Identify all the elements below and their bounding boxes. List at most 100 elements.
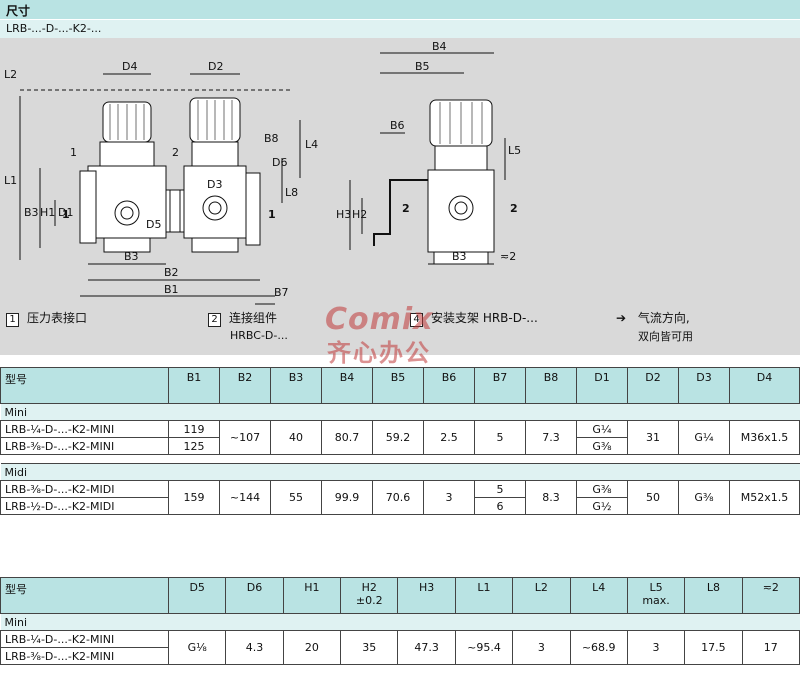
value-cell: 5 bbox=[474, 420, 526, 455]
group-name: Midi bbox=[0, 463, 800, 481]
col-header-label: B3 bbox=[288, 371, 304, 384]
value-cell: 2.5 bbox=[423, 420, 475, 455]
value-cell: 20 bbox=[282, 630, 342, 665]
value-cell: G⅜ bbox=[576, 437, 628, 455]
col-header-9: D1 bbox=[576, 367, 628, 404]
label-B1: B1 bbox=[164, 283, 179, 296]
col-header-1: B1 bbox=[168, 367, 220, 404]
col-header-10: D2 bbox=[627, 367, 679, 404]
value-cell: G½ bbox=[576, 497, 628, 515]
label-D2: D2 bbox=[208, 60, 223, 73]
label-L1: L1 bbox=[4, 174, 17, 187]
watermark: Comix 齐心办公 bbox=[325, 302, 434, 368]
label-B3-left: B3 bbox=[124, 250, 139, 263]
group-row: Mini bbox=[0, 403, 800, 421]
model-cell: LRB-⅜-D-...-K2-MINI bbox=[0, 647, 169, 665]
flow-note: ➔ 气流方向, 双向皆可用 bbox=[616, 309, 693, 344]
col-header-label: B6 bbox=[441, 371, 457, 384]
col-header-label: B8 bbox=[543, 371, 559, 384]
label-B2: B2 bbox=[164, 266, 179, 279]
model-cell: LRB-⅜-D-...-K2-MINI bbox=[0, 437, 169, 455]
value-cell: 125 bbox=[168, 437, 220, 455]
col-header-11: D3 bbox=[678, 367, 730, 404]
col-header-label: L4 bbox=[592, 581, 606, 594]
col-header-label: 型号 bbox=[5, 373, 27, 386]
col-header-8: B8 bbox=[525, 367, 577, 404]
col-header-sub: max. bbox=[642, 594, 670, 607]
value-cell: 99.9 bbox=[321, 480, 373, 515]
value-cell: G⅛ bbox=[167, 630, 227, 665]
col-header-0: 型号 bbox=[0, 367, 169, 404]
col-header-0: 型号 bbox=[0, 577, 169, 614]
label-H1: H1 bbox=[40, 206, 55, 219]
legend-label-1: 压力表接口 bbox=[27, 311, 88, 325]
col-header-label: B2 bbox=[237, 371, 253, 384]
legend-num-2: 2 bbox=[208, 313, 221, 327]
col-header-label: D6 bbox=[246, 581, 263, 594]
col-header-12: D4 bbox=[729, 367, 800, 404]
col-header-1: D5 bbox=[167, 577, 227, 614]
col-header-label: D2 bbox=[645, 371, 661, 384]
flow-note-line2: 双向皆可用 bbox=[638, 330, 693, 343]
value-cell: 50 bbox=[627, 480, 679, 515]
label-D6: D6 bbox=[272, 156, 287, 169]
label-H2: H2 bbox=[352, 208, 367, 221]
value-cell: ~68.9 bbox=[569, 630, 628, 665]
model-line: LRB-...-D-...-K2-... bbox=[6, 22, 102, 35]
callout-2: 2 bbox=[172, 146, 179, 159]
col-header-7: L2 bbox=[512, 577, 571, 614]
value-cell: 4.3 bbox=[225, 630, 284, 665]
table-row: LRB-⅜-D-...-K2-MINI bbox=[0, 647, 800, 665]
label-B5: B5 bbox=[415, 60, 430, 73]
col-header-label: B1 bbox=[186, 371, 202, 384]
value-cell: 55 bbox=[270, 480, 322, 515]
label-B3: B3 bbox=[24, 206, 39, 219]
flow-in-label: 1 bbox=[62, 208, 70, 221]
col-header-10: L8 bbox=[684, 577, 743, 614]
value-cell: 3 bbox=[512, 630, 571, 665]
value-cell: ~107 bbox=[219, 420, 271, 455]
value-cell: ~144 bbox=[219, 480, 271, 515]
col-header-3: B3 bbox=[270, 367, 322, 404]
model-cell: LRB-¼-D-...-K2-MINI bbox=[0, 420, 169, 438]
col-header-2: D6 bbox=[225, 577, 284, 614]
model-cell: LRB-¼-D-...-K2-MINI bbox=[0, 630, 169, 648]
col-header-label: H2 bbox=[361, 581, 377, 594]
value-cell: 159 bbox=[168, 480, 220, 515]
value-cell: 17 bbox=[741, 630, 800, 665]
value-cell: 7.3 bbox=[525, 420, 577, 455]
label-L8: L8 bbox=[285, 186, 298, 199]
flow-note-line1: 气流方向, bbox=[637, 311, 690, 325]
model-cell: LRB-½-D-...-K2-MIDI bbox=[0, 497, 169, 515]
connector-block bbox=[165, 189, 185, 233]
table-row: LRB-½-D-...-K2-MIDI 6 G½ bbox=[0, 497, 800, 515]
value-cell: 6 bbox=[474, 497, 526, 515]
col-header-4: H2±0.2 bbox=[340, 577, 399, 614]
col-header-6: L1 bbox=[454, 577, 514, 614]
value-cell: M36x1.5 bbox=[729, 420, 800, 455]
col-header-8: L4 bbox=[569, 577, 628, 614]
col-header-label: B7 bbox=[492, 371, 508, 384]
flow-left-label: 2 bbox=[402, 202, 410, 215]
col-header-label: D1 bbox=[594, 371, 610, 384]
technical-drawing: D4 D2 B4 B5 B6 B8 D6 L4 L2 L1 L5 L8 B3 H… bbox=[4, 40, 521, 305]
mounting-bracket bbox=[373, 179, 428, 246]
col-header-3: H1 bbox=[282, 577, 342, 614]
col-header-label: B5 bbox=[390, 371, 406, 384]
dimension-drawing: D4 D2 B4 B5 B6 B8 D6 L4 L2 L1 L5 L8 B3 H… bbox=[0, 38, 800, 355]
legend-sub-2: HRBC-D-... bbox=[230, 329, 288, 342]
value-cell: G¼ bbox=[576, 420, 628, 438]
col-header-label: D5 bbox=[189, 581, 205, 594]
label-L5: L5 bbox=[508, 144, 521, 157]
value-cell: 17.5 bbox=[684, 630, 743, 665]
value-cell: 35 bbox=[340, 630, 399, 665]
label-D1: D1 bbox=[58, 206, 73, 219]
value-cell: 40 bbox=[270, 420, 322, 455]
